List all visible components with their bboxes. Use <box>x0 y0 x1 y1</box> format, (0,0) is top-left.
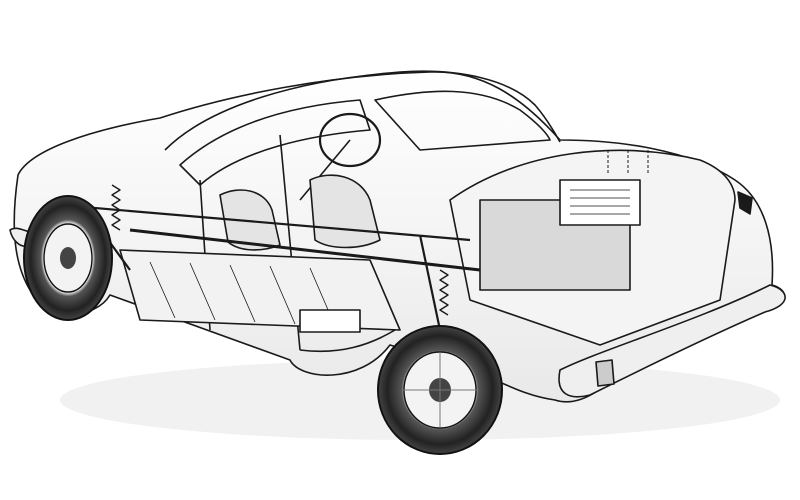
exhaust-pipe <box>595 359 615 387</box>
roof <box>164 70 561 151</box>
fuel-cap-arrows <box>607 150 649 175</box>
front-spring <box>111 184 121 231</box>
passenger-seat <box>219 189 281 251</box>
cooling-fins <box>570 189 630 215</box>
rear-bumper <box>558 284 786 398</box>
side-window <box>374 90 551 151</box>
floor-ribs <box>149 261 336 327</box>
car-body <box>9 70 786 403</box>
rear-wheel <box>377 325 503 455</box>
drive-shaft <box>129 228 481 272</box>
driver-seat <box>309 174 381 249</box>
floor-plate <box>299 309 361 333</box>
tail-light <box>737 191 753 215</box>
air-cleaner <box>559 179 641 226</box>
rear-spring <box>439 269 449 316</box>
steering-wheel <box>318 112 382 168</box>
windscreen-frame <box>179 99 371 186</box>
front-wheel <box>23 195 113 321</box>
steering-column <box>299 139 351 201</box>
